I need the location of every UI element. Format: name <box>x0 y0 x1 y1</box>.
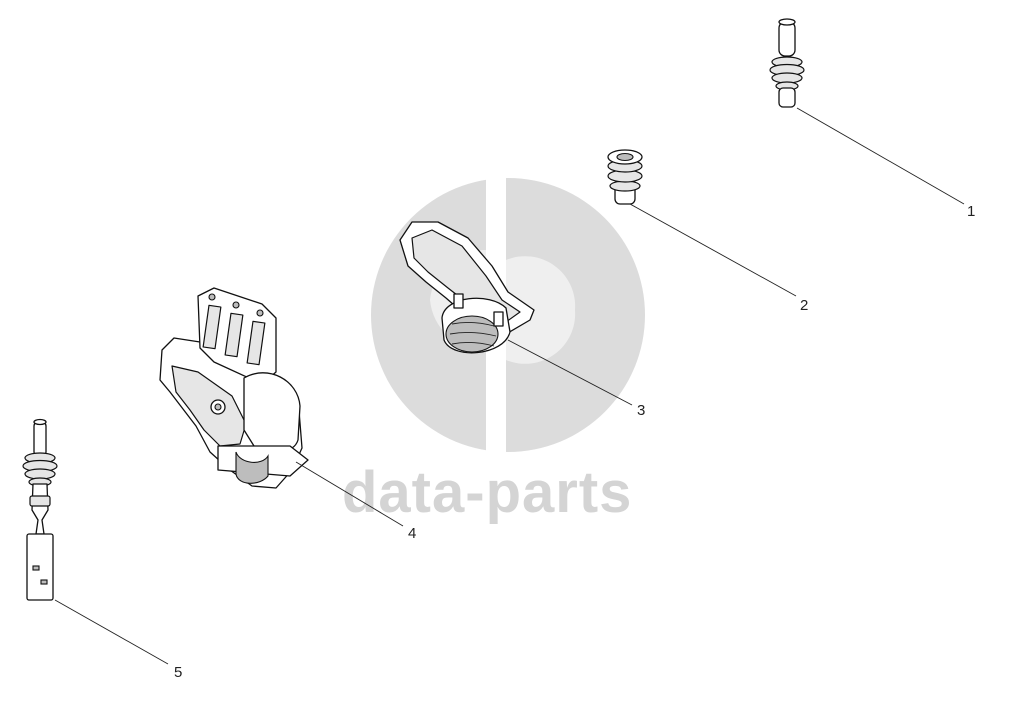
part-4-connector-housing <box>159 287 309 489</box>
callout-2: 2 <box>800 297 808 314</box>
watermark-text: data-parts <box>342 460 632 525</box>
leader-1 <box>796 107 965 205</box>
leader-3 <box>507 339 633 406</box>
callout-4: 4 <box>408 525 416 542</box>
leader-2 <box>629 203 797 297</box>
part-5-terminal <box>22 418 58 601</box>
callout-5: 5 <box>174 664 182 681</box>
callout-1: 1 <box>967 203 975 220</box>
leader-5 <box>54 599 169 665</box>
part-3-strain-relief <box>399 221 535 354</box>
callout-3: 3 <box>637 402 645 419</box>
leader-4 <box>295 461 404 527</box>
part-1-seal-pin <box>769 18 805 108</box>
part-2-seal <box>607 149 643 205</box>
